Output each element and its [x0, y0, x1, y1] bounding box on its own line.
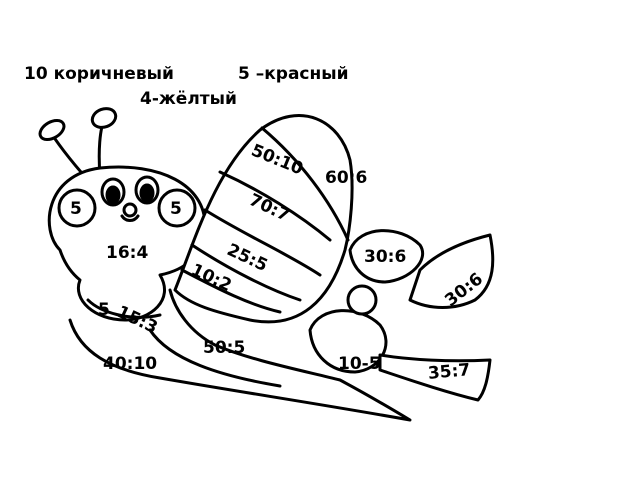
region-cheek-right: 5 [170, 199, 182, 219]
region-tail: 40:10 [103, 354, 158, 374]
legend-yellow: 4-жёлтый [140, 89, 237, 109]
bow-knot [346, 284, 378, 316]
bow-bottom-loop [308, 309, 388, 374]
mouth [120, 214, 140, 222]
collar [86, 298, 162, 319]
region-cheek-left: 5 [70, 199, 82, 219]
region-bow-bottom: 10-5 [338, 354, 381, 374]
region-collar: 5 [98, 300, 110, 320]
region-bow-left: 30:6 [364, 247, 407, 267]
antenna-left-tip [38, 119, 66, 141]
region-neck: 16:4 [106, 243, 149, 263]
region-ribbon-end: 35:7 [427, 360, 472, 384]
snail-body [68, 288, 412, 422]
bow-left-loop [348, 229, 424, 284]
cheek-right [157, 188, 197, 228]
antenna-right-tip [90, 107, 118, 129]
cheek-left [57, 188, 97, 228]
legend-brown: 10 коричневый [24, 64, 174, 84]
bow-right-ribbon [408, 233, 495, 309]
nose [122, 202, 138, 218]
region-body: 50:5 [203, 338, 246, 358]
region-shell-top-b: 60:6 [325, 168, 368, 188]
legend-red: 5 –красный [238, 64, 349, 84]
ribbon-end [378, 353, 492, 402]
shell [173, 114, 354, 324]
